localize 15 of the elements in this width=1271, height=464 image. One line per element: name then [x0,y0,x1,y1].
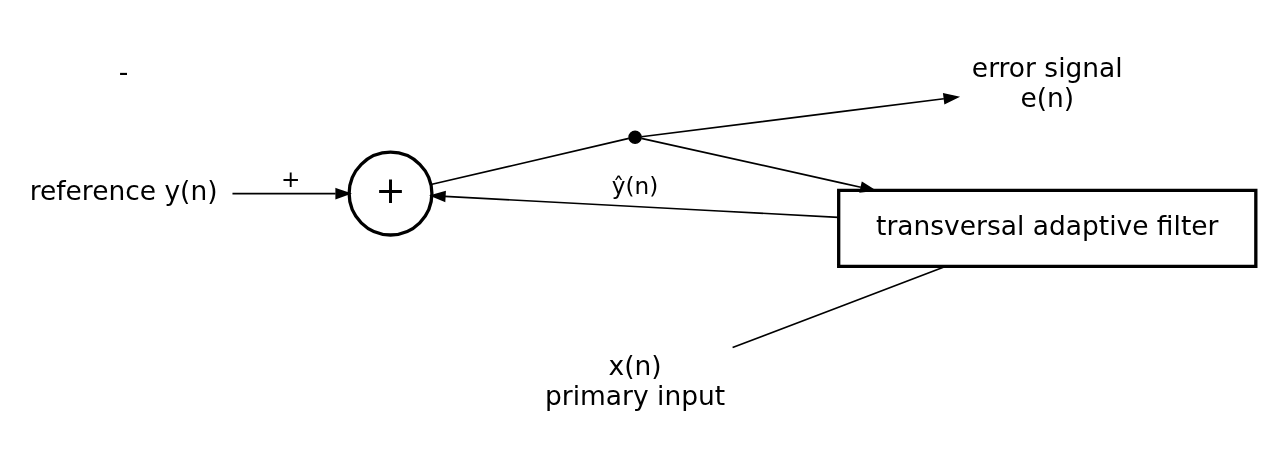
edge-label: + [281,164,301,192]
node-text: x(n) primary input [545,349,726,411]
label: - [118,55,129,87]
node-circle [628,130,642,144]
node-text: reference y(n) [29,174,218,206]
arrow [231,187,352,199]
connector [731,265,947,348]
arrow [640,137,877,193]
connector [430,137,630,185]
arrow [640,92,961,138]
node-box: transversal adaptive filter [837,188,1258,268]
node-circle: + [347,150,434,237]
node-text: error signal e(n) [971,51,1123,113]
edge-label: ŷ(n) [611,171,659,199]
arrow [429,190,840,218]
